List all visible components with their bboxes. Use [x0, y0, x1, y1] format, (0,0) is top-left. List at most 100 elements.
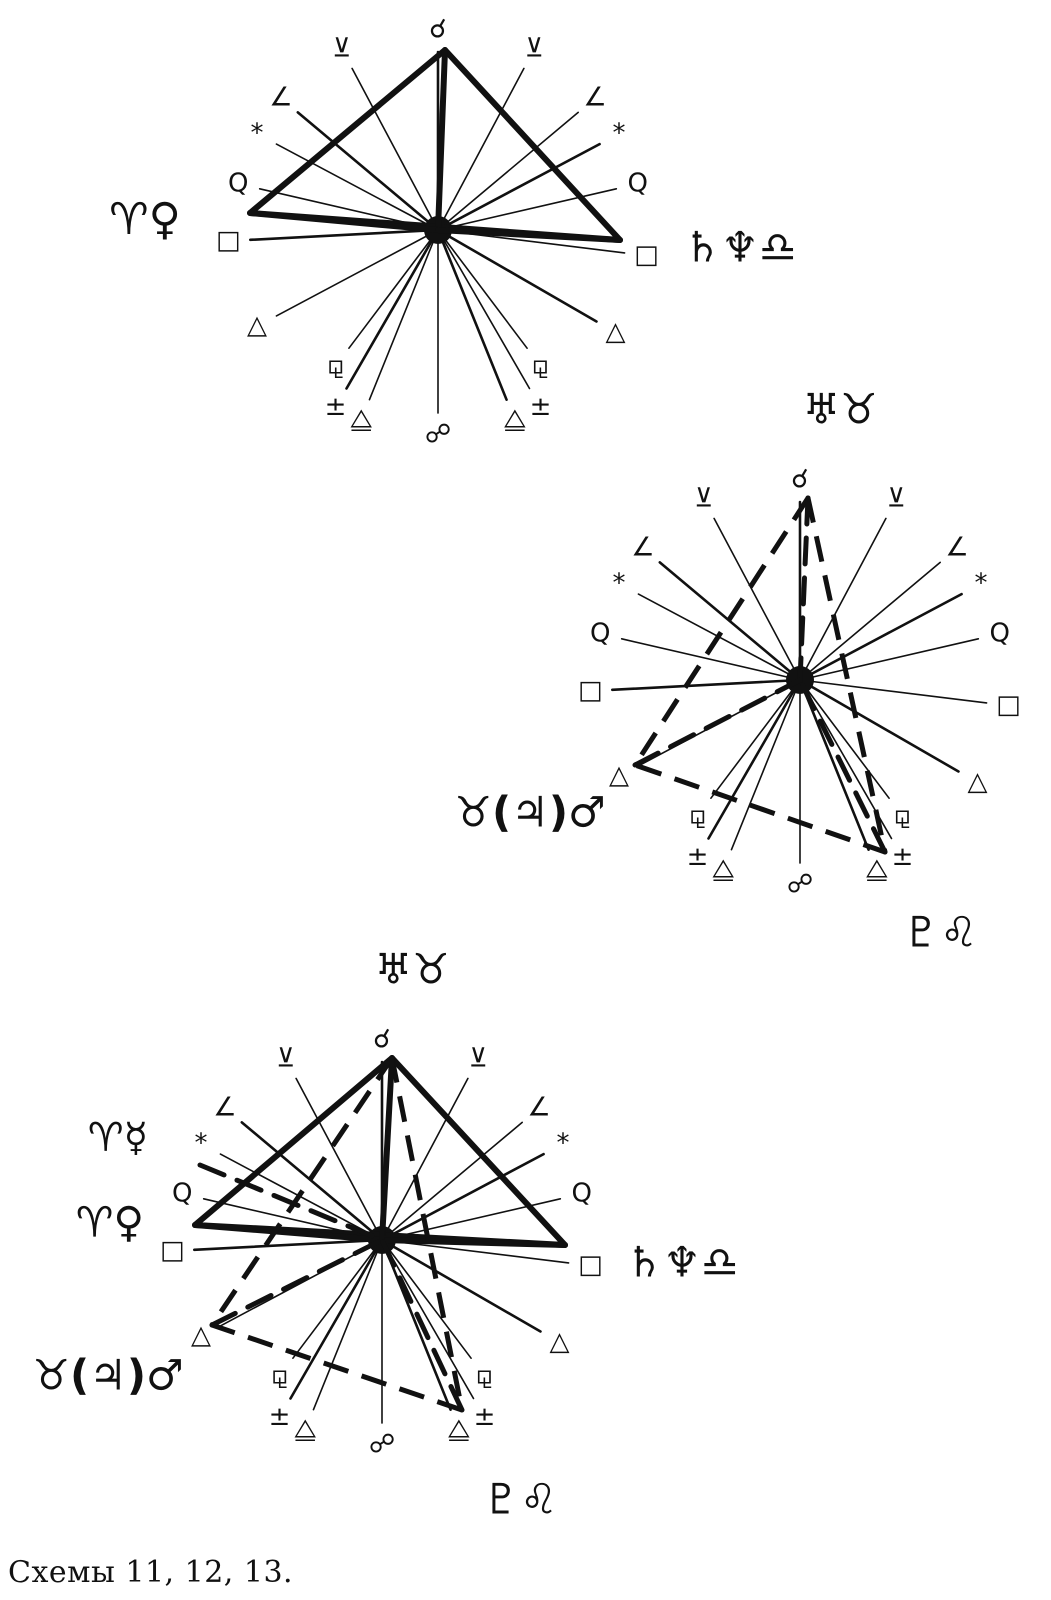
s12-dashed-spoke	[797, 495, 811, 683]
s13-aspect-ray	[380, 1238, 452, 1411]
s11-aspect-glyph-opposition: ☍	[425, 420, 451, 450]
s11-aspect-glyph-semisextile: ⊻	[525, 33, 544, 63]
s13-aspect-glyph-opposition: ☍	[369, 1430, 395, 1460]
s13-aspect-ray	[192, 1238, 384, 1252]
s11-aspect-ray	[436, 228, 508, 401]
s12-label-bottom: ♇♌	[902, 908, 977, 957]
s11-aspect-ray	[248, 228, 440, 242]
s13-aspect-glyph-sextile: *	[194, 1128, 207, 1158]
s11-aspect-glyph-tredecile: ⧋	[503, 405, 526, 435]
s13-aspect-glyph-conjunction: ☌	[373, 1025, 390, 1055]
s12-dashed-spoke	[797, 677, 888, 855]
s13-dashed-triangle	[209, 1055, 465, 1413]
s13-aspect-glyph-semisextile: ⊻	[276, 1043, 295, 1073]
s11-solid-spoke	[435, 227, 623, 243]
s12-aspect-glyph-sesquiquadrate: ⚼	[893, 800, 911, 830]
s13-aspect-glyph-tredecile: ⧋	[447, 1415, 470, 1445]
s12-label-top: ♅♉	[802, 385, 877, 434]
s12-aspect-glyph-semisquare: ∠	[631, 533, 654, 563]
s13-aspect-ray	[381, 1121, 523, 1241]
s13-aspect-glyph-trine: △	[550, 1327, 570, 1357]
s13-aspect-ray	[381, 1077, 469, 1241]
s12-aspect-glyph-tredecile: ⧋	[712, 855, 735, 885]
s12-dashed-triangle	[632, 495, 888, 855]
s11-aspect-ray	[368, 229, 439, 401]
s11-label-left: ♈♀	[109, 194, 181, 245]
s13-label-left: ♈♀	[76, 1198, 144, 1247]
s13-aspect-ray	[292, 1239, 383, 1359]
s12-dashed-spoke	[632, 677, 803, 768]
s11-aspect-glyph-conjunction: ☌	[429, 15, 446, 45]
s13-solid-spoke	[192, 1222, 385, 1243]
s11-aspect-glyph-biquintile: ±	[530, 392, 552, 422]
s12-aspect-glyph-semisextile: ⊻	[694, 483, 713, 513]
s12-aspect-ray	[710, 679, 801, 799]
s12-aspect-glyph-opposition: ☍	[787, 870, 813, 900]
s11-aspect-glyph-semisquare: ∠	[583, 83, 606, 113]
s13-aspect-ray	[312, 1239, 383, 1411]
s12-aspect-glyph-semisextile: ⊻	[887, 483, 906, 513]
s11-solid-triangle	[247, 47, 623, 243]
s11-aspect-glyph-biquintile: ±	[325, 392, 347, 422]
s13-dashed-spoke	[379, 1055, 395, 1243]
s12-aspect-ray	[799, 679, 988, 704]
s11-aspect-ray	[275, 229, 439, 317]
s13-dashed-spoke	[197, 1162, 385, 1243]
s13-label-top: ♅♉	[374, 945, 449, 994]
s13-solid-spoke	[379, 1237, 568, 1248]
s11-aspect-glyph-tredecile: ⧋	[350, 405, 373, 435]
s11-aspect-glyph-sextile: *	[613, 118, 626, 148]
s11-aspect-ray	[436, 228, 598, 323]
s12-aspect-glyph-semisquare: ∠	[945, 533, 968, 563]
s12-aspect-glyph-square: □	[578, 675, 603, 705]
s12-aspect-glyph-square: □	[996, 690, 1021, 720]
s11-aspect-ray	[437, 229, 528, 349]
s13-label-bottom: ♇♌	[482, 1475, 557, 1524]
s11-aspect-glyph-square: □	[216, 225, 241, 255]
s11-aspect-ray	[275, 143, 439, 231]
s12-aspect-glyph-conjunction: ☌	[791, 465, 808, 495]
s12-aspect-ray	[610, 678, 802, 692]
s12-aspect-glyph-quintile: Q	[990, 618, 1010, 648]
s12-aspect-glyph-sextile: *	[975, 568, 988, 598]
s13-aspect-glyph-trine: △	[191, 1321, 211, 1351]
s13-aspect-glyph-tredecile: ⧋	[294, 1415, 317, 1445]
s11-aspect-ray	[437, 188, 618, 231]
s12-aspect-ray	[713, 517, 801, 681]
s12-aspect-ray	[620, 638, 801, 681]
s11-aspect-glyph-trine: △	[247, 311, 267, 341]
s13-aspect-glyph-quintile: Q	[572, 1178, 592, 1208]
figure-caption: Схемы 11, 12, 13.	[8, 1555, 294, 1590]
s12-aspect-ray	[799, 517, 887, 681]
s11-aspect-ray	[296, 111, 440, 232]
s11-aspect-glyph-square: □	[634, 240, 659, 270]
s12-aspect-glyph-biquintile: ±	[892, 842, 914, 872]
s12-label-left: ♉(♃)♂	[454, 788, 605, 837]
s11-aspect-ray	[437, 229, 531, 390]
s13-aspect-glyph-biquintile: ±	[474, 1402, 496, 1432]
s12-aspect-ray	[799, 638, 980, 681]
s12-aspect-ray	[798, 592, 963, 682]
s12-aspect-ray	[799, 561, 941, 681]
s12-aspect-ray	[798, 678, 960, 773]
s13-aspect-glyph-sesquiquadrate: ⚼	[271, 1360, 289, 1390]
s11-aspect-glyph-sextile: *	[250, 118, 263, 148]
s11-label-right: ♄♆♎	[684, 223, 797, 272]
s12-aspect-glyph-sextile: *	[612, 568, 625, 598]
s11-aspect-glyph-trine: △	[606, 317, 626, 347]
s13-aspect-ray	[295, 1077, 383, 1241]
s13-aspect-glyph-quintile: Q	[172, 1178, 192, 1208]
s11-aspect-glyph-semisextile: ⊻	[332, 33, 351, 63]
s11-aspect-ray	[348, 229, 439, 349]
s13-aspect-glyph-semisquare: ∠	[527, 1093, 550, 1123]
s13-aspect-ray	[380, 1152, 545, 1242]
s13-label-right: ♄♆♎	[626, 1238, 739, 1287]
s11-aspect-ray	[345, 228, 440, 390]
s11-aspect-glyph-quintile: Q	[628, 168, 648, 198]
s13-label-left-lower: ♉(♃)♂	[32, 1351, 183, 1400]
s13-aspect-glyph-square: □	[578, 1250, 603, 1280]
s11-aspect-ray	[351, 67, 439, 231]
